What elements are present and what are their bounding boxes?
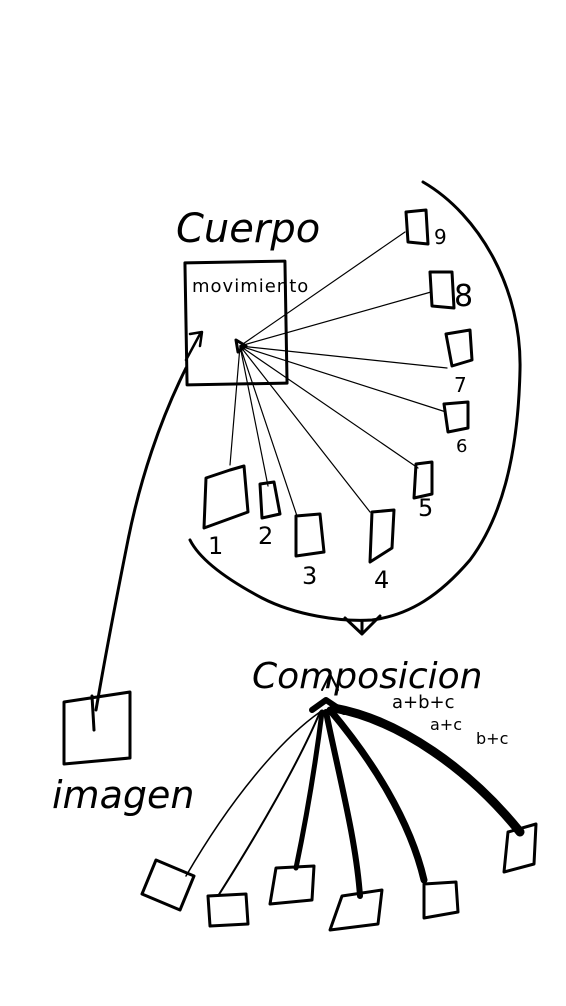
imagen-label: imagen <box>52 773 194 817</box>
bottom-card-3 <box>268 864 316 906</box>
card-5 <box>412 460 434 500</box>
bottom-card-6 <box>502 822 538 874</box>
card-4 <box>368 508 396 564</box>
card-7 <box>444 328 474 368</box>
numbered-cards <box>202 208 474 564</box>
composicion-title: Composicion <box>252 656 483 697</box>
card-9-number: 9 <box>434 225 447 249</box>
loop-bottom-arrow <box>343 614 382 636</box>
hub-connection-lines <box>229 231 448 517</box>
composicion-branches <box>185 703 525 899</box>
formula-b-c: b+c <box>476 729 508 748</box>
movimiento-to-imagen-line <box>94 366 188 712</box>
composicion-cards <box>140 822 538 932</box>
formula-a-c: a+c <box>430 715 462 734</box>
card-9 <box>404 208 430 246</box>
card-6 <box>442 400 470 434</box>
bottom-card-2 <box>206 892 250 928</box>
bottom-card-5 <box>422 880 460 920</box>
card-3-number: 3 <box>302 562 317 590</box>
card-4-number: 4 <box>374 566 389 594</box>
card-8-number: 8 <box>454 279 473 314</box>
cuerpo-title: Cuerpo <box>176 206 320 252</box>
card-1-number: 1 <box>208 532 223 560</box>
cuerpo-loop-curve <box>188 180 522 622</box>
movimiento-label: movimiento <box>192 276 309 297</box>
card-5-number: 5 <box>418 494 433 522</box>
formula-a-b-c: a+b+c <box>392 692 455 713</box>
card-1 <box>202 464 250 530</box>
imagen-box <box>62 690 132 766</box>
card-8 <box>428 270 456 310</box>
card-7-number: 7 <box>454 373 467 397</box>
composicion-up-arrow <box>321 673 339 691</box>
arrow-into-box <box>184 330 204 362</box>
bottom-card-1 <box>140 858 196 912</box>
bottom-card-4 <box>328 888 384 932</box>
card-2 <box>258 480 282 520</box>
card-2-number: 2 <box>258 522 273 550</box>
card-3 <box>294 512 326 558</box>
card-6-number: 6 <box>456 436 467 457</box>
